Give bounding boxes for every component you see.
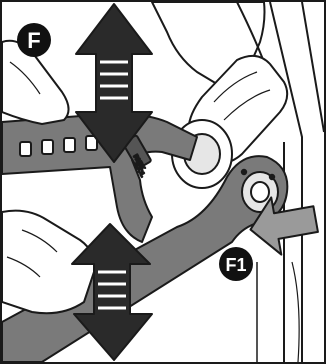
wrench-slot-3 — [64, 138, 75, 152]
crank-removal-illustration: PARK TOOL F F1 — [2, 2, 324, 362]
wrench-slot-1 — [20, 142, 31, 156]
callout-f1-label: F1 — [225, 255, 246, 275]
callout-f: F — [17, 23, 51, 57]
callout-f-label: F — [27, 28, 40, 53]
callout-f1: F1 — [219, 247, 253, 281]
wrench-slot-2 — [42, 140, 53, 154]
